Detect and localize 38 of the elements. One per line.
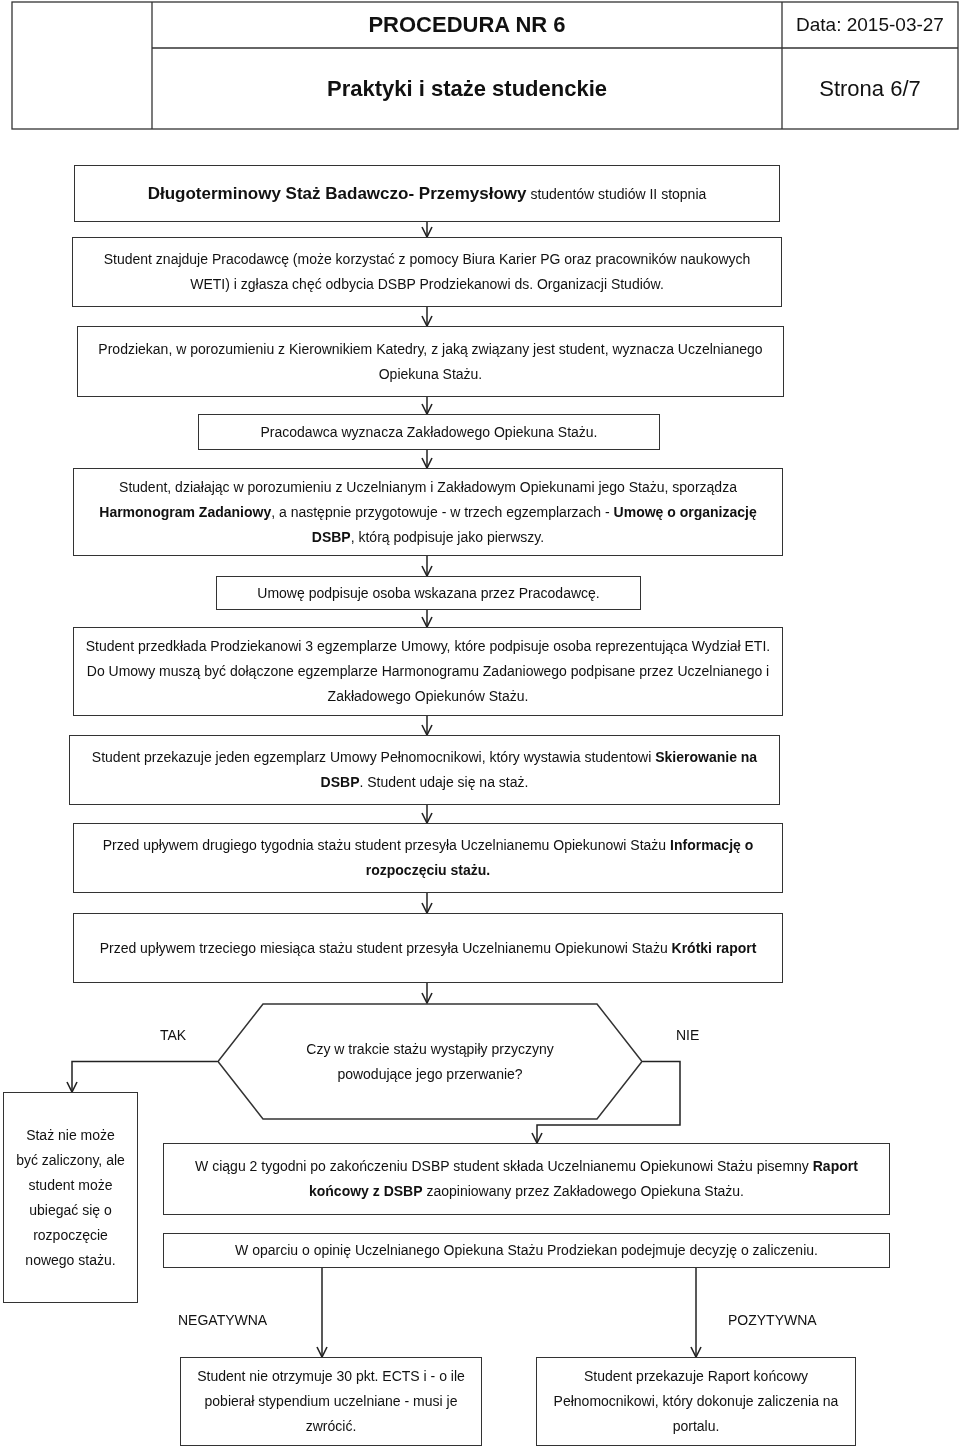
arrow <box>421 449 433 469</box>
decision-hexagon: Czy w trakcie stażu wystąpiły przyczyny powodujące jego przerwanie? <box>218 1003 642 1120</box>
procedure-number: PROCEDURA NR 6 <box>368 12 566 38</box>
edge-label: POZYTYWNA <box>726 1312 819 1328</box>
process-box: Pracodawca wyznacza Zakładowego Opiekuna Stażu. <box>198 414 660 450</box>
arrow <box>421 892 433 914</box>
arrow <box>66 1060 219 1093</box>
arrow <box>421 555 433 577</box>
process-box: Student nie otrzymuje 30 pkt. ECTS i - o ile pobierał stypendium uczelniane - musi je zwrócić. <box>180 1357 482 1446</box>
arrow <box>531 1060 681 1144</box>
process-box: Student przekazuje Raport końcowy Pełnomocnikowi, który dokonuje zaliczenia na portalu. <box>536 1357 856 1446</box>
arrow <box>421 221 433 238</box>
process-box: Prodziekan, w porozumieniu z Kierownikiem Katedry, z jaką związany jest student, wyznacza Uczelnianego Opiekuna Stażu. <box>77 326 784 397</box>
process-box: W ciągu 2 tygodni po zakończeniu DSBP student składa Uczelnianemu Opiekunowi Stażu pisemny Raport końcowy z DSBP zaopiniowany przez Zakładowego Opiekuna Stażu. <box>163 1143 890 1215</box>
arrow <box>421 804 433 824</box>
process-box: Student przekazuje jeden egzemplarz Umowy Pełnomocnikowi, który wystawia studentowi Skierowanie na DSBP. Student udaje się na staż. <box>69 735 780 805</box>
edge-label: NIE <box>674 1027 702 1043</box>
process-box: Student przedkłada Prodziekanowi 3 egzemplarze Umowy, które podpisuje osoba reprezentująca Wydział ETI. Do Umowy muszą być dołączone egzemplarze Harmonogramu Zadaniowego podpisane przez Uczelnianego i Zakładowego Opiekunów Stażu. <box>73 627 783 716</box>
arrow <box>421 609 433 628</box>
process-box: Student znajduje Pracodawcę (może korzystać z pomocy Biura Karier PG oraz pracowników naukowych WETI) i zgłasza chęć odbycia DSBP Prodziekanowi ds. Organizacji Studiów. <box>72 237 782 307</box>
document-title: Praktyki i staże studenckie <box>327 75 607 102</box>
page-number: Strona 6/7 <box>819 75 921 102</box>
arrow <box>316 1267 328 1358</box>
process-box: Długoterminowy Staż Badawczo- Przemysłowy studentów studiów II stopnia <box>74 165 780 222</box>
edge-label: TAK <box>158 1027 189 1043</box>
process-box: Staż nie może być zaliczony, ale student może ubiegać się o rozpoczęcie nowego stażu. <box>3 1092 138 1303</box>
arrow <box>690 1267 702 1358</box>
process-box: W oparciu o opinię Uczelnianego Opiekuna Stażu Prodziekan podejmuje decyzję o zaliczeniu. <box>163 1233 890 1268</box>
arrow <box>421 306 433 327</box>
arrow <box>421 982 433 1004</box>
document-date: Data: 2015-03-27 <box>796 14 944 36</box>
process-box: Przed upływem trzeciego miesiąca stażu student przesyła Uczelnianemu Opiekunowi Stażu Krótki raport <box>73 913 783 983</box>
arrow <box>421 715 433 736</box>
process-box: Przed upływem drugiego tygodnia stażu student przesyła Uczelnianemu Opiekunowi Stażu Informację o rozpoczęciu stażu. <box>73 823 783 893</box>
process-box: Umowę podpisuje osoba wskazana przez Pracodawcę. <box>216 576 641 610</box>
arrow <box>421 396 433 415</box>
process-box: Student, działając w porozumieniu z Uczelnianym i Zakładowym Opiekunami jego Stażu, sporządza Harmonogram Zadaniowy, a następnie przygotowuje - w trzech egzemplarzach - Umowę o organizację DSBP, którą podpisuje jako pierwszy. <box>73 468 783 556</box>
edge-label: NEGATYWNA <box>176 1312 270 1328</box>
